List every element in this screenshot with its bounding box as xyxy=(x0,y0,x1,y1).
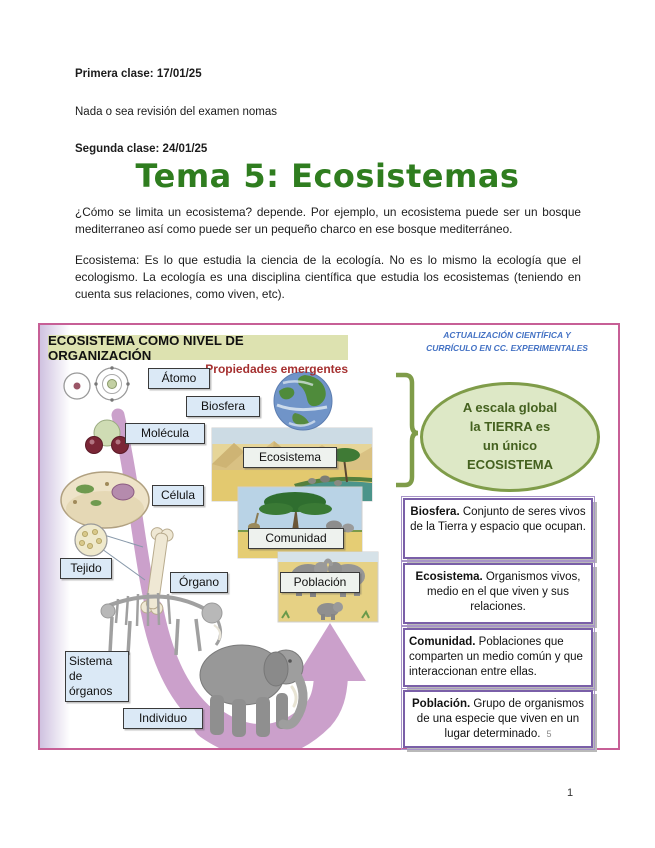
definition-comunidad: Comunidad. Poblaciones que comparten un … xyxy=(401,626,595,689)
label-individuo: Individuo xyxy=(123,708,203,729)
brace-icon xyxy=(396,372,419,488)
atom-shells-icon xyxy=(94,366,130,402)
slide-number: 5 xyxy=(546,729,552,740)
label-organo: Órgano xyxy=(170,572,228,593)
definition-text: Conjunto de seres vivos de la Tierra y e… xyxy=(410,506,586,534)
cell-icon xyxy=(60,471,150,529)
definition-term: Biosfera. xyxy=(410,506,460,518)
definition-term: Población. xyxy=(412,698,471,710)
elephant-skeleton-icon xyxy=(100,592,223,656)
global-ecosystem-ellipse: A escala global la TIERRA es un único EC… xyxy=(420,382,600,492)
watermark-line1: ACTUALIZACIÓN CIENTÍFICA Y xyxy=(443,330,571,340)
definition-text: Organismos vivos, medio en el que viven … xyxy=(427,571,581,614)
paragraph-ecosistema: Ecosistema: Es lo que estudia la ciencia… xyxy=(75,253,581,301)
label-comunidad: Comunidad xyxy=(248,528,344,549)
class-date-2: Segunda clase: 24/01/25 xyxy=(75,143,208,155)
atom-icon xyxy=(63,372,91,400)
ellipse-line: ECOSISTEMA xyxy=(467,456,553,472)
page-title: Tema 5: Ecosistemas xyxy=(135,157,520,195)
watermark-line2: CURRÍCULO EN CC. EXPERIMENTALES xyxy=(426,342,588,353)
ecosystem-levels-figure: ECOSISTEMA COMO NIVEL DE ORGANIZACIÓN Pr… xyxy=(38,323,620,750)
watermark-text: ACTUALIZACIÓN CIENTÍFICA Y CURRÍCULO EN … xyxy=(408,329,606,355)
definition-poblacion: Población. Grupo de organismos de una es… xyxy=(401,688,595,750)
definition-term: Ecosistema. xyxy=(415,571,483,583)
definition-ecosistema: Ecosistema. Organismos vivos, medio en e… xyxy=(401,561,595,626)
page-number: 1 xyxy=(566,787,574,799)
definition-term: Comunidad. xyxy=(409,636,476,648)
paragraph-intro: ¿Cómo se limita un ecosistema? depende. … xyxy=(75,205,581,236)
label-celula: Célula xyxy=(152,485,204,506)
elephant-icon xyxy=(199,644,308,737)
definition-text: Poblaciones que comparten un medio común… xyxy=(409,636,583,679)
definition-biosfera: Biosfera. Conjunto de seres vivos de la … xyxy=(401,496,595,561)
tissue-icon xyxy=(74,523,146,581)
ellipse-line: A escala global xyxy=(462,400,558,416)
ellipse-line: la TIERRA es xyxy=(469,419,551,435)
figure-header: ECOSISTEMA COMO NIVEL DE ORGANIZACIÓN xyxy=(48,333,348,363)
label-molecula: Molécula xyxy=(125,423,205,444)
definition-text: Grupo de organismos de una especie que v… xyxy=(416,698,584,741)
molecule-icon xyxy=(85,419,129,454)
label-sistema-de-organos: Sistema de órganos xyxy=(65,651,129,702)
emergent-properties-label: Propiedades emergentes xyxy=(205,362,348,376)
ellipse-line: un único xyxy=(482,438,538,453)
label-biosfera: Biosfera xyxy=(186,396,260,417)
label-tejido: Tejido xyxy=(60,558,112,579)
label-poblacion: Población xyxy=(280,572,360,593)
label-ecosistema: Ecosistema xyxy=(243,447,337,468)
earth-globe-icon xyxy=(273,371,333,431)
label-atomo: Átomo xyxy=(148,368,210,389)
class-date-1: Primera clase: 17/01/25 xyxy=(75,68,202,80)
note-line: Nada o sea revisión del examen nomas xyxy=(75,106,278,118)
